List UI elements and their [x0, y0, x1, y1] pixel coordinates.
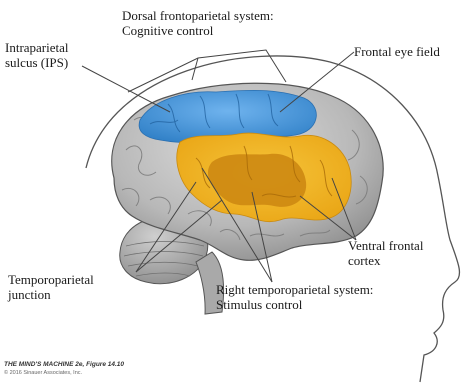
ips-label-line2: sulcus (IPS)	[5, 55, 69, 70]
fef-label-text: Frontal eye field	[354, 44, 440, 59]
ventral-system-label-line1: Right temporoparietal system:	[216, 282, 373, 297]
dorsal-system-label-line1: Dorsal frontoparietal system:	[122, 8, 274, 23]
ips-label-line1: Intraparietal	[5, 40, 69, 55]
vfc-label-line2: cortex	[348, 253, 423, 268]
credit-line2: © 2016 Sinauer Associates, Inc.	[4, 369, 124, 377]
tpj-label-line1: Temporoparietal	[8, 272, 94, 287]
ventral-system-label: Right temporoparietal system: Stimulus c…	[216, 282, 373, 312]
fef-label: Frontal eye field	[354, 44, 440, 59]
figure-credit: THE MIND'S MACHINE 2e, Figure 14.10 © 20…	[4, 360, 124, 377]
ventral-system-label-line2: Stimulus control	[216, 297, 373, 312]
tpj-label-line2: junction	[8, 287, 94, 302]
vfc-label-line1: Ventral frontal	[348, 238, 423, 253]
dorsal-system-label-line2: Cognitive control	[122, 23, 274, 38]
credit-line1: THE MIND'S MACHINE 2e, Figure 14.10	[4, 360, 124, 369]
tpj-label: Temporoparietal junction	[8, 272, 94, 302]
dorsal-system-label: Dorsal frontoparietal system: Cognitive …	[122, 8, 274, 38]
ventral-frontal-cortex-label: Ventral frontal cortex	[348, 238, 423, 268]
ips-label: Intraparietal sulcus (IPS)	[5, 40, 69, 70]
